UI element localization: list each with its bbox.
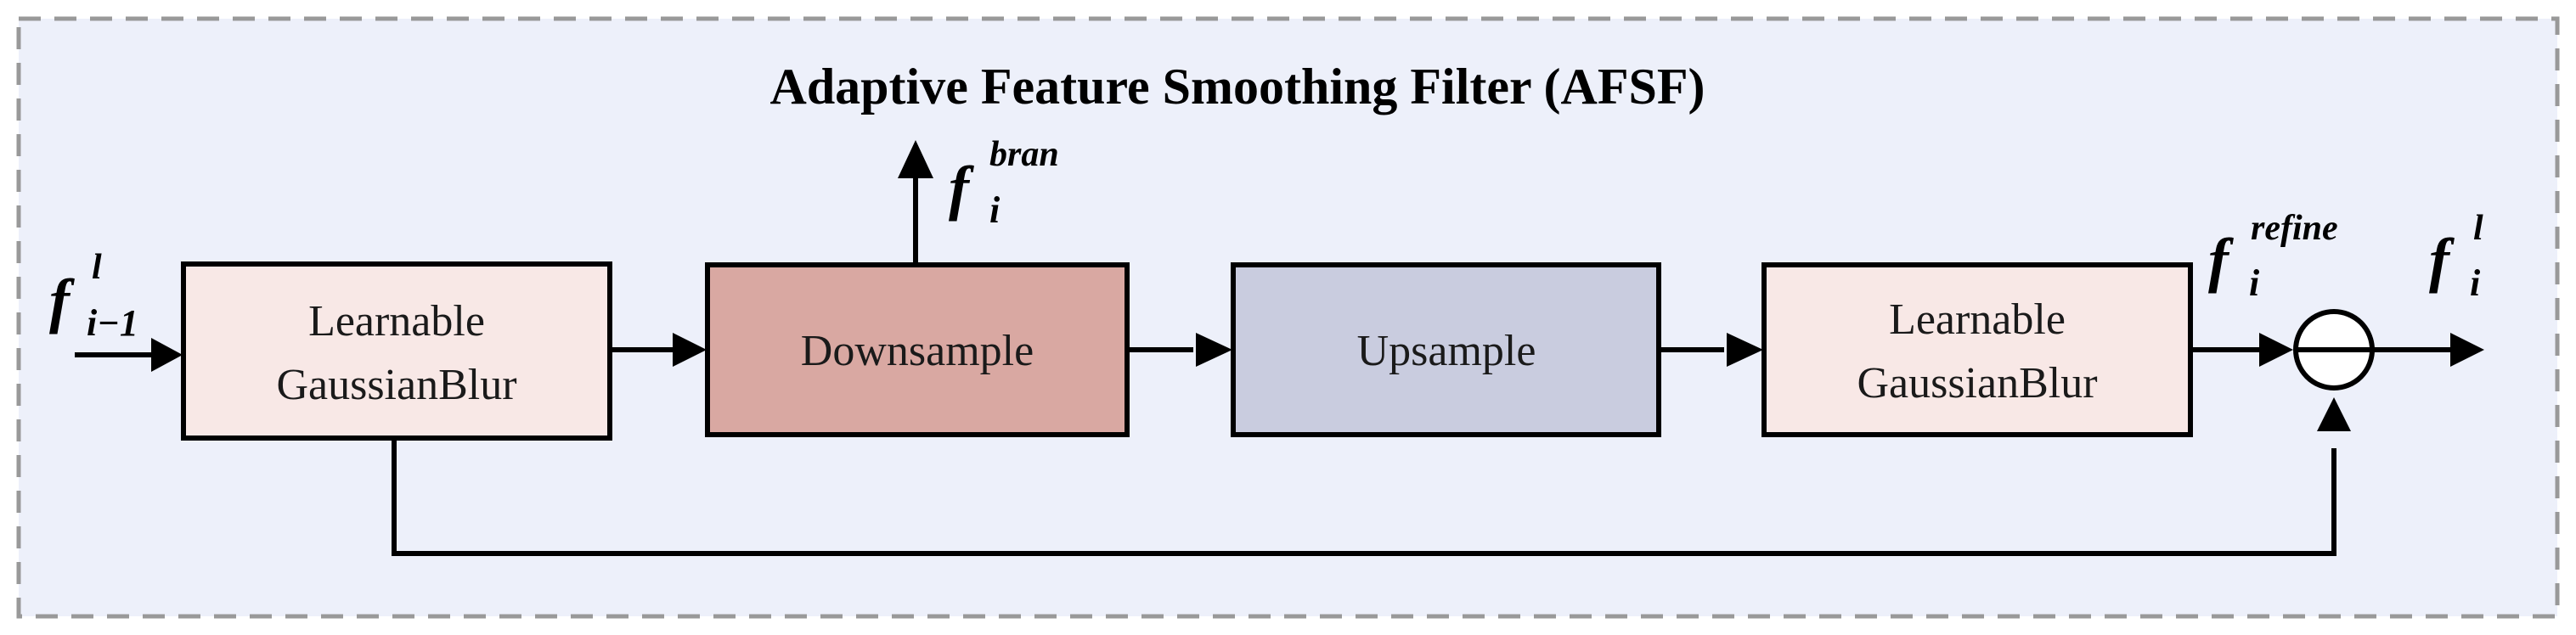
arrowhead-downsample-input [673, 333, 707, 367]
symbol-refine-sup: refine [2251, 209, 2338, 248]
arrowheads [151, 140, 2484, 431]
subtract-operator [2293, 309, 2375, 391]
block-blur2-line1: Learnable [1889, 295, 2066, 344]
symbol-branch-sub: i [989, 189, 1001, 231]
symbol-output-sub: i [2470, 262, 2481, 304]
symbol-branch: f bran i [949, 135, 1059, 231]
symbol-input: f l i−1 [49, 248, 138, 344]
diagram-title: Adaptive Feature Smoothing Filter (AFSF) [769, 59, 1705, 115]
block-downsample: Downsample [705, 262, 1130, 437]
block-downsample-label: Downsample [801, 327, 1034, 375]
arrowhead-blur2-input [1727, 333, 1763, 367]
block-blur1-box [181, 261, 612, 441]
block-upsample-label: Upsample [1357, 327, 1536, 375]
arrowhead-subtract-left [2259, 333, 2293, 367]
arrowhead-output [2450, 333, 2484, 367]
symbol-branch-sup: bran [989, 135, 1059, 174]
block-upsample: Upsample [1231, 262, 1661, 437]
block-blur2-box [1761, 262, 2193, 437]
arrowhead-upsample-input [1196, 333, 1232, 367]
symbol-refine-sub: i [2249, 262, 2260, 304]
arrowhead-subtract-bottom [2317, 397, 2351, 431]
edge-skip-connection [392, 438, 2336, 556]
symbol-input-sub: i−1 [87, 302, 138, 344]
symbol-input-sup: l [92, 248, 102, 287]
block-blur1-line2: GaussianBlur [276, 361, 516, 409]
block-blur2: Learnable GaussianBlur [1761, 262, 2193, 437]
symbol-output-sup: l [2473, 209, 2483, 248]
block-blur1: Learnable GaussianBlur [181, 261, 612, 441]
block-downsample-box [705, 262, 1130, 437]
block-blur2-line2: GaussianBlur [1857, 359, 2097, 407]
arrowhead-blur1-input [151, 338, 183, 372]
arrowhead-branch-up [898, 140, 933, 178]
block-blur1-line1: Learnable [308, 297, 485, 346]
block-upsample-box [1231, 262, 1661, 437]
